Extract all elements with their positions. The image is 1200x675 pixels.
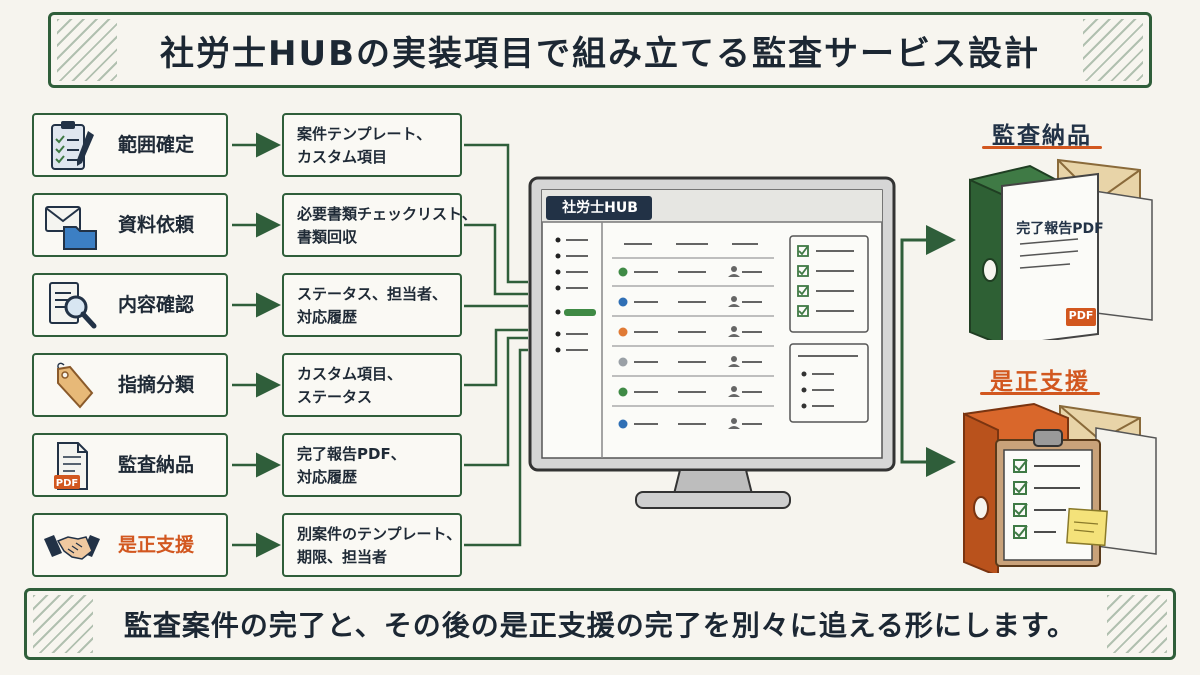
feature-line: 対応履歴: [297, 308, 358, 326]
feature-line: カスタム項目、: [297, 365, 403, 383]
footer-message: 監査案件の完了と、その後の是正支援の完了を別々に追える形にします。: [123, 609, 1077, 642]
feature-box: カスタム項目、 ステータス: [282, 353, 462, 417]
tag-icon: [57, 362, 94, 409]
step-label: 監査納品: [118, 454, 195, 476]
feature-line: 案件テンプレート、: [297, 125, 432, 143]
pdf-badge: PDF: [1068, 309, 1094, 322]
envelope-folder-icon: [45, 206, 97, 250]
feature-box: 完了報告PDF、 対応履歴: [282, 433, 462, 497]
delivery-output-title: 監査納品: [992, 123, 1092, 149]
svg-text:PDF: PDF: [56, 478, 78, 489]
correction-clipboard-binder-illustration: [963, 402, 1157, 573]
step-correction: 是正支援: [32, 513, 228, 577]
feature-line: 別案件のテンプレート、: [297, 525, 462, 543]
monitor-app-label: 社労士HUB: [562, 200, 638, 216]
step-request: 資料依頼: [32, 193, 228, 257]
delivery-title-underline: [982, 146, 1102, 149]
correction-output-title: 是正支援: [990, 369, 1090, 395]
pdf-document-icon: PDF: [54, 442, 88, 490]
feature-box: 案件テンプレート、 カスタム項目: [282, 113, 462, 177]
step-delivery: PDF 監査納品: [32, 433, 228, 497]
delivery-binder-illustration: [969, 158, 1153, 340]
step-label: 資料依頼: [118, 214, 195, 236]
magnifier-document-icon: [49, 282, 97, 329]
feature-box: 別案件のテンプレート、 期限、担当者: [282, 513, 462, 577]
step-label: 範囲確定: [118, 134, 195, 156]
feature-line: 対応履歴: [297, 468, 358, 486]
feature-box: 必要書類チェックリスト、 書類回収: [282, 193, 477, 257]
feature-line: 必要書類チェックリスト、: [297, 205, 477, 223]
feature-line: カスタム項目: [297, 148, 388, 166]
title-banner: 社労士HUBの実装項目で組み立てる監査サービス設計: [48, 12, 1152, 88]
monitor-illustration: [528, 176, 896, 509]
clipboard-checklist-icon: [51, 121, 94, 170]
step-classify: 指摘分類: [32, 353, 228, 417]
step-label: 指摘分類: [118, 374, 195, 396]
feature-line: ステータス: [297, 388, 373, 406]
step-label: 是正支援: [118, 534, 195, 556]
step-review: 内容確認: [32, 273, 228, 337]
feature-line: 期限、担当者: [297, 548, 388, 566]
step-scope: 範囲確定: [32, 113, 228, 177]
correction-title-underline: [980, 392, 1100, 395]
handshake-icon: [44, 535, 100, 560]
completion-report-pdf-label: 完了報告PDF: [1016, 221, 1104, 237]
feature-line: ステータス、担当者、: [297, 285, 448, 303]
feature-line: 完了報告PDF、: [297, 445, 406, 463]
step-label: 内容確認: [118, 294, 195, 316]
page-title: 社労士HUBの実装項目で組み立てる監査サービス設計: [160, 33, 1040, 74]
footer-banner: 監査案件の完了と、その後の是正支援の完了を別々に追える形にします。: [24, 588, 1176, 660]
feature-line: 書類回収: [297, 228, 358, 246]
feature-box: ステータス、担当者、 対応履歴: [282, 273, 462, 337]
